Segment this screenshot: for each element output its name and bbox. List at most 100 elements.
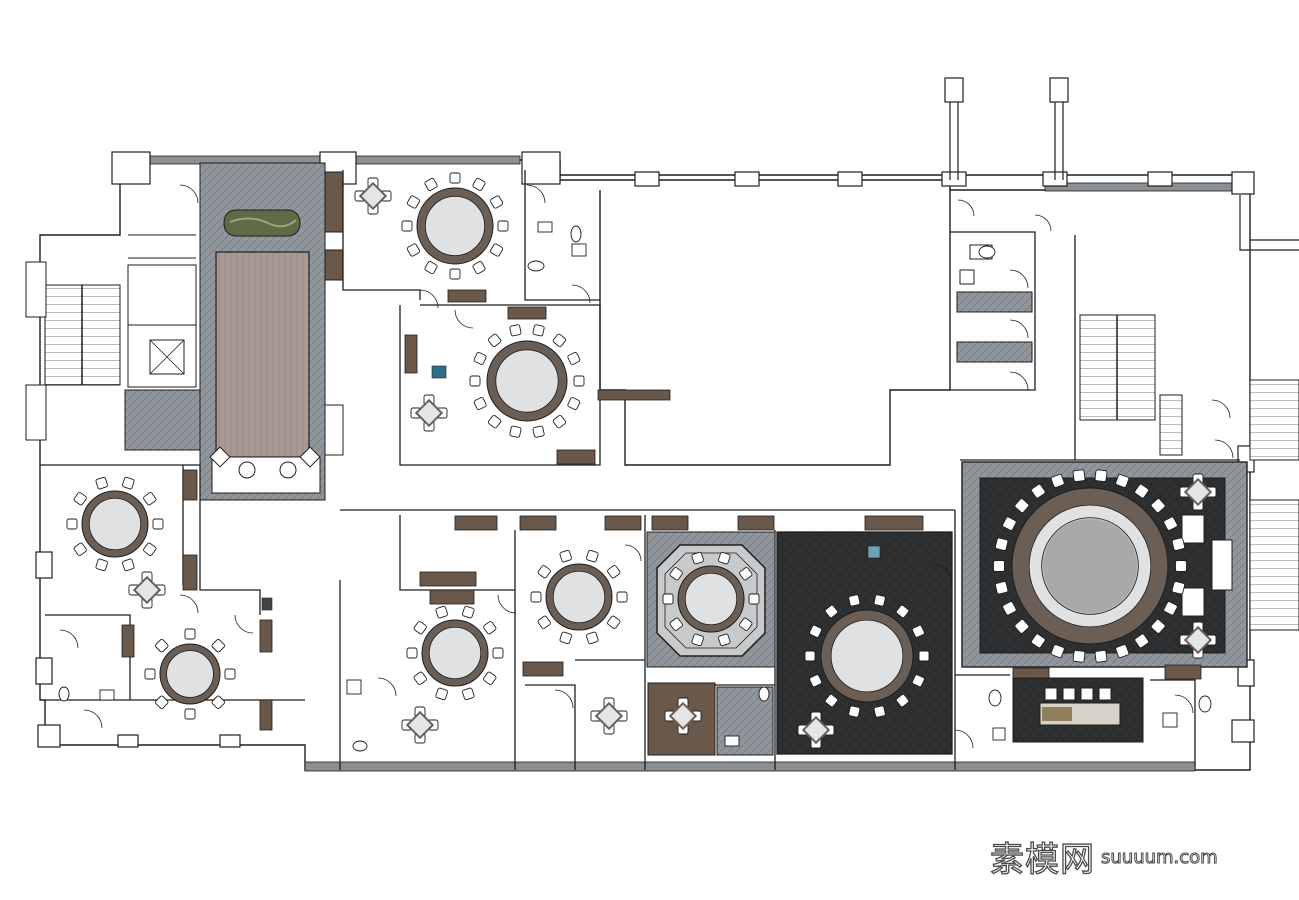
square-tables — [128, 177, 1217, 749]
chair — [462, 687, 475, 701]
chair — [122, 558, 135, 572]
toilets — [58, 221, 1212, 752]
chair — [497, 220, 509, 232]
chair — [1171, 581, 1186, 595]
chair — [994, 537, 1009, 551]
chair — [435, 605, 448, 619]
chair — [473, 351, 487, 365]
chair — [449, 172, 461, 184]
chair — [586, 549, 599, 563]
chair — [739, 567, 753, 581]
watermark-url: suuuum.com — [1101, 847, 1219, 869]
round-table — [662, 551, 760, 647]
chair — [469, 375, 481, 387]
chair — [143, 542, 157, 556]
chair — [211, 639, 225, 653]
chair — [143, 492, 157, 506]
chair — [472, 177, 486, 191]
chair — [532, 324, 545, 337]
round-table — [993, 469, 1187, 663]
chair — [472, 261, 486, 275]
chair — [401, 220, 413, 232]
chair — [1115, 644, 1130, 659]
chair — [413, 621, 427, 635]
chair — [662, 593, 674, 605]
square-table — [664, 697, 702, 735]
chair — [224, 668, 236, 680]
chair — [1094, 649, 1108, 663]
chair — [152, 518, 164, 530]
chair — [718, 633, 731, 647]
chair — [483, 621, 497, 635]
chair — [1163, 601, 1178, 616]
chair — [573, 375, 585, 387]
chair — [473, 397, 487, 411]
chair — [424, 177, 438, 191]
watermark-site-name: 素模网 — [989, 839, 1095, 880]
chair — [994, 581, 1009, 595]
chair — [487, 414, 502, 429]
chair — [1175, 560, 1187, 572]
round-tables — [66, 172, 1187, 720]
chair — [487, 333, 502, 348]
chair — [1030, 633, 1046, 649]
square-table — [410, 394, 448, 432]
chair — [691, 633, 704, 647]
chair — [413, 671, 427, 685]
chair — [537, 565, 551, 579]
chair — [406, 195, 420, 209]
chair — [406, 647, 418, 659]
round-table — [406, 605, 504, 701]
chair — [1002, 516, 1017, 531]
chair — [1163, 516, 1178, 531]
chair — [586, 631, 599, 645]
chair — [848, 594, 861, 607]
chair — [559, 549, 572, 563]
outer-wall-bottom — [304, 761, 1196, 772]
square-table — [1179, 473, 1217, 511]
chair — [1050, 473, 1065, 488]
chair — [532, 425, 545, 438]
chair — [567, 351, 581, 365]
exterior-posts — [944, 77, 1299, 251]
chair — [848, 705, 861, 718]
chair — [406, 243, 420, 257]
chair — [895, 693, 910, 708]
chair — [122, 476, 135, 490]
chair — [509, 425, 522, 438]
chair — [748, 593, 760, 605]
chair — [424, 261, 438, 275]
chair — [211, 695, 225, 709]
chair — [1150, 498, 1166, 514]
chair — [616, 591, 628, 603]
credenzas — [121, 289, 1202, 731]
chair — [530, 591, 542, 603]
round-table — [530, 549, 628, 645]
chair — [155, 695, 169, 709]
chair — [895, 604, 910, 619]
chair — [492, 647, 504, 659]
chair — [607, 565, 621, 579]
round-table — [469, 324, 585, 438]
chair — [95, 476, 108, 490]
chair — [824, 604, 839, 619]
chair — [691, 551, 704, 565]
chair — [911, 674, 925, 688]
chair — [184, 708, 196, 720]
chair — [483, 671, 497, 685]
square-table — [128, 571, 166, 609]
chair — [1134, 633, 1150, 649]
round-table — [144, 628, 236, 720]
chair — [718, 551, 731, 565]
chair — [1014, 498, 1030, 514]
entrance-hall — [124, 162, 344, 501]
chair — [873, 705, 886, 718]
chair — [1072, 649, 1086, 663]
chair — [66, 518, 78, 530]
round-table — [401, 172, 509, 280]
chair — [1050, 644, 1065, 659]
square-table — [401, 706, 439, 744]
chair — [1134, 483, 1150, 499]
chair — [1150, 618, 1166, 634]
